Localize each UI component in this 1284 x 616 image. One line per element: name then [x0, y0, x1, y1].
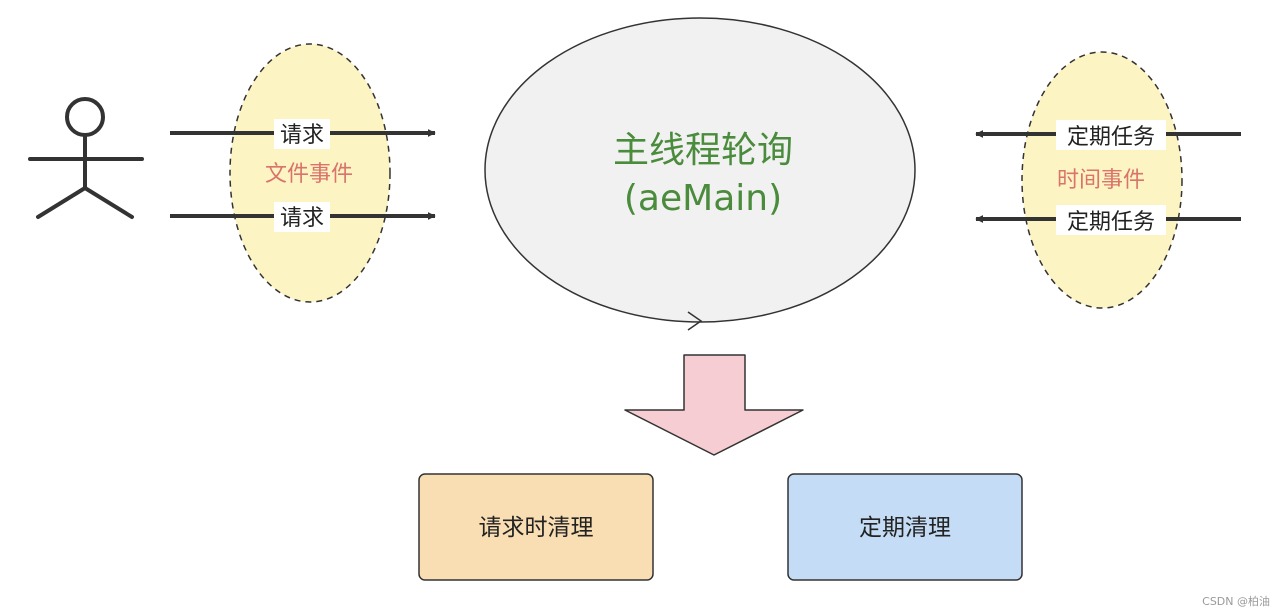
request-arrow-2: 请求	[170, 202, 436, 232]
request-cleanup-box	[418, 473, 654, 581]
time-events-ellipse	[1021, 51, 1183, 309]
periodic-task-label-1: 定期任务	[1067, 125, 1155, 150]
request-arrow-1: 请求	[170, 119, 436, 149]
main-loop-title: 主线程轮询	[613, 130, 793, 171]
periodic-task-arrow-2: 定期任务	[975, 205, 1241, 235]
watermark: CSDN @柏油	[1202, 594, 1270, 608]
request-label-1: 请求	[280, 123, 324, 148]
periodic-task-label-2: 定期任务	[1067, 210, 1155, 235]
time-events-label: 时间事件	[1057, 168, 1145, 193]
user-actor-icon	[28, 97, 144, 219]
file-events-label: 文件事件	[265, 162, 353, 187]
down-arrow-icon	[624, 354, 804, 456]
request-cleanup-label: 请求时清理	[479, 515, 594, 541]
loop-direction-icon	[687, 311, 703, 331]
periodic-cleanup-box	[787, 473, 1023, 581]
file-events-ellipse	[229, 43, 391, 303]
main-loop-subtitle: (aeMain)	[624, 178, 782, 219]
request-label-2: 请求	[280, 206, 324, 231]
periodic-task-arrow-1: 定期任务	[975, 120, 1241, 150]
periodic-cleanup-label: 定期清理	[859, 515, 951, 541]
